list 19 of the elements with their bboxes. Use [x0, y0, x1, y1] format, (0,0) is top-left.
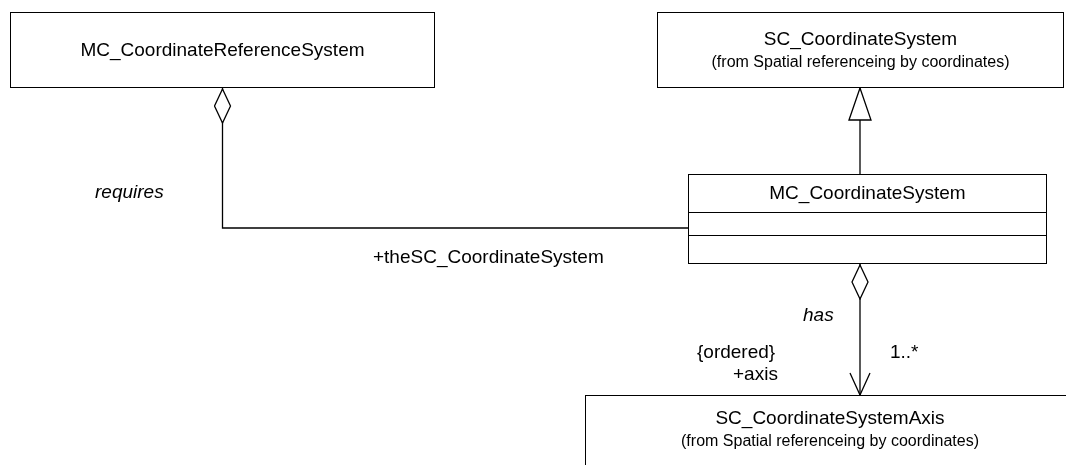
class-box	[585, 395, 1066, 465]
multiplicity-label: 1..*	[890, 340, 919, 364]
role-label: +axis	[733, 362, 778, 386]
aggregation-line	[213, 87, 689, 229]
class-box	[10, 12, 435, 88]
edge-label: requires	[95, 180, 164, 204]
class-name: SC_CoordinateSystemAxis	[715, 406, 945, 430]
role-label: {ordered}	[697, 340, 776, 364]
edge-label: has	[803, 303, 834, 327]
class-box	[657, 12, 1064, 88]
role-label: +theSC_CoordinateSystem	[373, 245, 604, 269]
generalization-arrow	[848, 87, 872, 175]
class-box	[688, 174, 1047, 264]
package-note: (from Spatial referenceing by coordinates)	[711, 52, 1010, 72]
class-name: MC_CoordinateSystem	[769, 181, 966, 206]
aggregation-line	[849, 263, 871, 396]
class-name: SC_CoordinateSystem	[763, 27, 958, 51]
class-name: MC_CoordinateReferenceSystem	[80, 38, 365, 62]
package-note: (from Spatial referenceing by coordinates)	[681, 431, 979, 451]
